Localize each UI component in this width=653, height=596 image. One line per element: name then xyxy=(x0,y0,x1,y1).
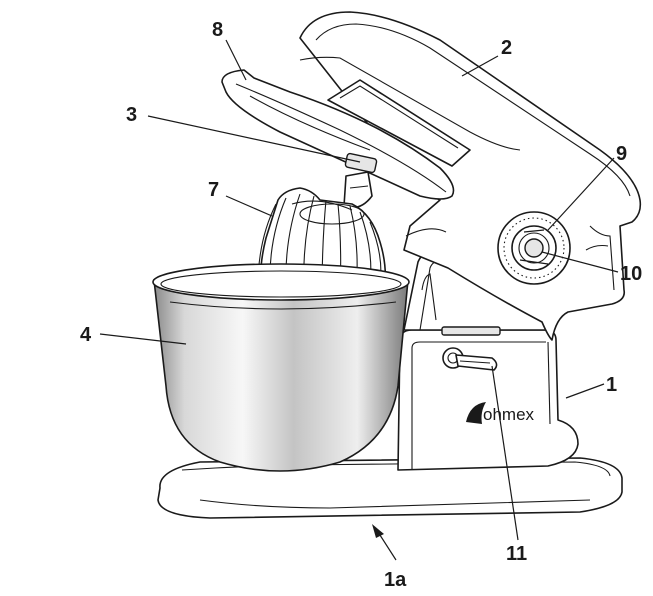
leader-7 xyxy=(225,195,273,217)
callout-labels: 1 1a 2 3 4 7 8 9 10 11 xyxy=(80,19,642,591)
callout-10: 10 xyxy=(620,263,642,285)
callout-7: 7 xyxy=(208,179,219,201)
leader-8 xyxy=(225,39,247,81)
callout-1: 1 xyxy=(606,374,617,396)
callout-8: 8 xyxy=(212,19,223,41)
leader-9 xyxy=(547,157,615,231)
brand-logo: ohmex xyxy=(466,402,535,424)
mixer-base xyxy=(157,457,623,519)
leader-11 xyxy=(491,365,519,541)
leader-1a xyxy=(377,531,397,561)
leader-1 xyxy=(565,383,605,399)
leader-4 xyxy=(99,333,187,345)
leader-3 xyxy=(147,115,361,163)
splash-guard xyxy=(221,69,471,200)
callout-3: 3 xyxy=(126,104,137,126)
callout-2: 2 xyxy=(501,37,512,59)
callout-1a: 1a xyxy=(384,569,407,591)
leader-2 xyxy=(461,55,499,77)
callout-4: 4 xyxy=(80,324,92,346)
mixer-body xyxy=(397,247,579,471)
attachment-shaft xyxy=(343,171,373,209)
brand-wordmark: ohmex xyxy=(483,405,535,424)
mixing-bowl xyxy=(152,263,410,472)
leader-10 xyxy=(541,251,619,273)
callout-11: 11 xyxy=(506,543,527,565)
speed-dial xyxy=(497,211,571,285)
leader-1a-arrow xyxy=(372,524,384,538)
callout-9: 9 xyxy=(616,143,627,165)
speed-lever xyxy=(442,347,498,371)
leader-lines xyxy=(99,39,619,561)
